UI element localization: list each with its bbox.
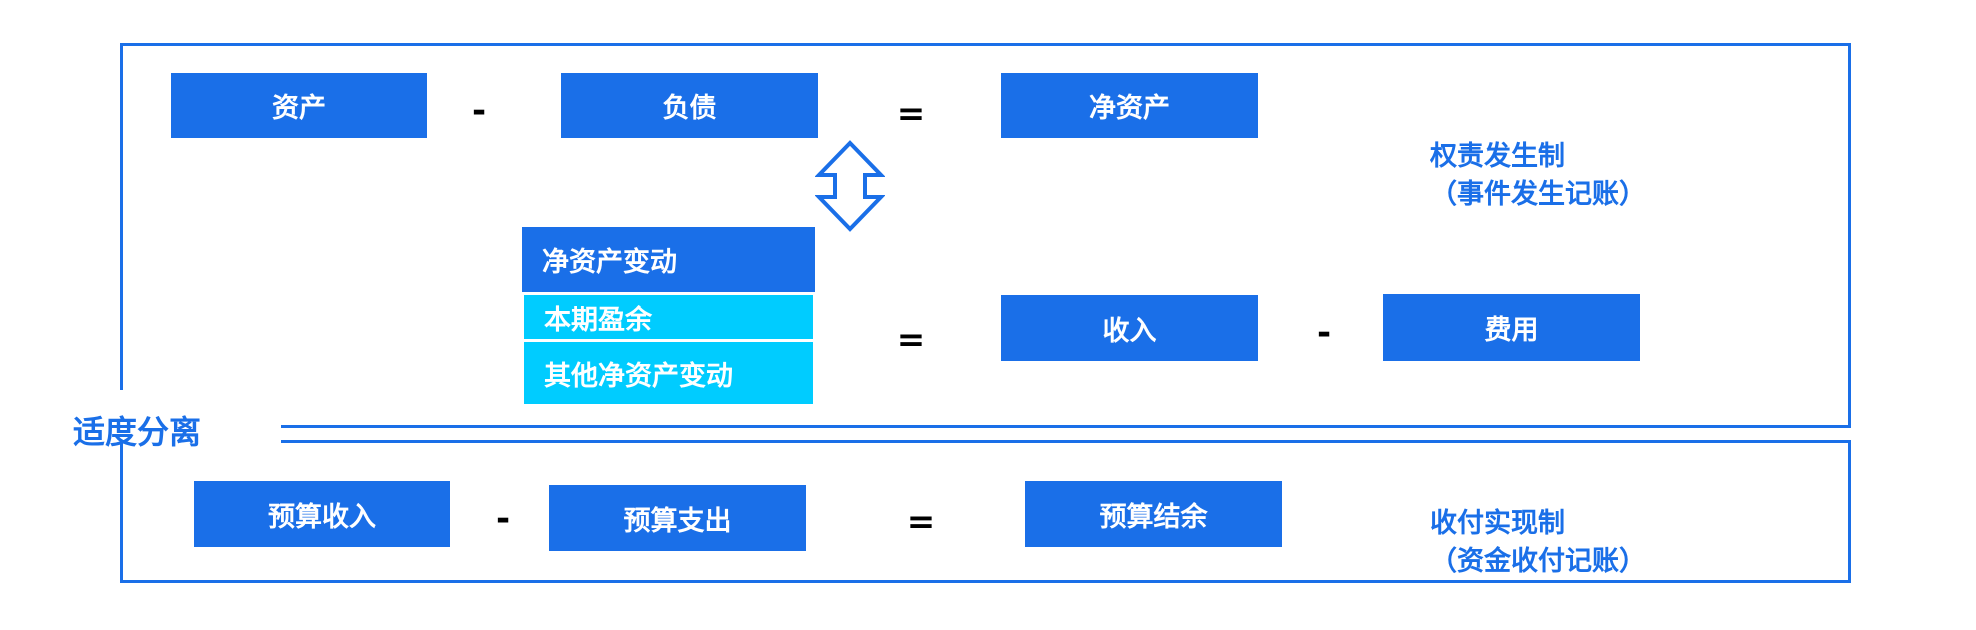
- accrual-basis-sub: （事件发生记账）: [1430, 179, 1646, 210]
- frame-divider-lower: [281, 440, 1851, 443]
- box-budget-revenue: 预算收入: [194, 481, 450, 547]
- minus-sign: -: [1316, 313, 1332, 353]
- frame-left-line: [120, 43, 123, 390]
- box-budget-expenditure: 预算支出: [549, 485, 806, 551]
- frame-left-line-lower: [120, 443, 123, 583]
- accrual-basis-label: 权责发生制: [1430, 141, 1565, 172]
- box-expenses: 费用: [1383, 294, 1640, 361]
- equals-sign: =: [896, 94, 926, 134]
- separation-label: 适度分离: [73, 413, 202, 451]
- box-liabilities: 负债: [561, 73, 818, 138]
- frame-bottom-line: [120, 580, 1851, 583]
- frame-right-line-lower: [1848, 440, 1851, 583]
- frame-right-line: [1848, 43, 1851, 427]
- box-revenue: 收入: [1001, 295, 1258, 361]
- frame-divider-upper: [281, 425, 1851, 428]
- box-budget-balance: 预算结余: [1025, 481, 1282, 547]
- box-other-net-asset-change: 其他净资产变动: [524, 342, 813, 404]
- cash-basis-label: 收付实现制: [1430, 508, 1565, 539]
- equals-sign: =: [896, 320, 926, 360]
- cash-basis-sub: （资金收付记账）: [1430, 546, 1646, 577]
- box-assets: 资产: [171, 73, 427, 138]
- box-net-assets: 净资产: [1001, 73, 1258, 138]
- minus-sign: -: [471, 91, 487, 131]
- double-arrow-icon: [815, 140, 885, 232]
- equals-sign: =: [906, 502, 936, 542]
- box-current-surplus: 本期盈余: [524, 295, 813, 339]
- box-net-asset-change: 净资产变动: [522, 227, 815, 292]
- frame-top-line: [120, 43, 1851, 46]
- minus-sign: -: [495, 499, 511, 539]
